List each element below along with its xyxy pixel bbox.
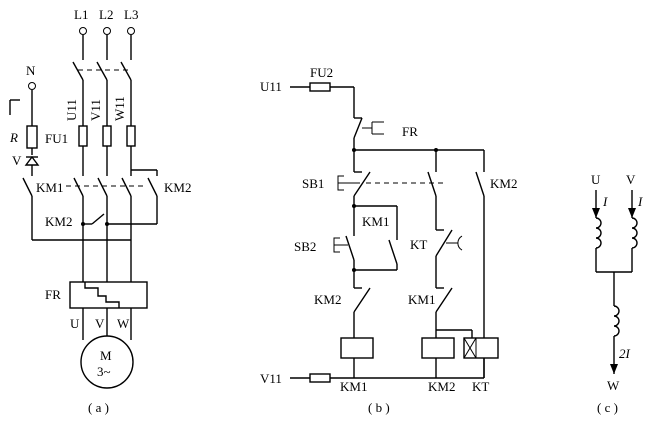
km2-interlock-label: KM2	[314, 292, 341, 307]
sb1-contact	[353, 171, 371, 197]
km1-contact-l2	[97, 177, 108, 197]
neutral-label: N	[26, 63, 36, 78]
km2-aux-label: KM2	[45, 214, 72, 229]
sb1-no-contact	[427, 171, 437, 197]
fuse-fu2	[309, 82, 331, 92]
phase-label-u11: U11	[64, 99, 79, 121]
diagram-a: L1 L2 L3 U11 V11 W11 FU1 N	[9, 7, 191, 415]
coil-label-km2: KM2	[428, 379, 455, 394]
motor-m	[80, 335, 134, 389]
current-label-2i: 2I	[619, 346, 631, 361]
km1-hold-label: KM1	[362, 214, 389, 229]
coil-kt	[463, 337, 499, 359]
sb2-label: SB2	[294, 239, 316, 254]
phase-label-v11: V11	[88, 99, 103, 121]
km2-aux-contact	[91, 213, 105, 225]
km2-contact-top-label: KM2	[490, 176, 517, 191]
diagram-b: U11 FU2 FR SB1 KM2 KM1	[260, 65, 517, 415]
phase-label-l2: L2	[99, 7, 113, 22]
disconnect-blade-l3	[120, 61, 132, 81]
fuse-fu2-label: FU2	[310, 65, 333, 80]
diode-v	[24, 155, 40, 166]
km2-label: KM2	[164, 180, 191, 195]
overload-label: FR	[45, 287, 61, 302]
winding-u	[595, 217, 602, 249]
km1-interlock-label: KM1	[408, 292, 435, 307]
sb1-label: SB1	[302, 176, 324, 191]
coil-label-km1: KM1	[340, 379, 367, 394]
terminal-n	[28, 82, 36, 90]
supply-top-label: U11	[260, 79, 282, 94]
km2-hold-contact	[475, 171, 485, 197]
winding-w	[613, 305, 620, 337]
fuse-l1	[78, 125, 88, 147]
motor-label: M	[100, 348, 112, 363]
km2-interlock-contact	[353, 287, 371, 313]
resistor-r	[26, 125, 38, 149]
supply-bottom-label: V11	[260, 371, 282, 386]
motor-terminal-v: V	[95, 316, 105, 331]
fr-nc-contact	[353, 117, 363, 139]
overload-fr	[69, 281, 148, 309]
fuse-bottom	[309, 373, 331, 383]
label-w: W	[607, 378, 620, 393]
diagram-c: U V I I 2I W ( c )	[591, 172, 643, 415]
disconnect-blade-l2	[96, 61, 108, 81]
winding-v	[631, 217, 638, 249]
phase-label-l1: L1	[74, 7, 88, 22]
label-u: U	[591, 172, 601, 187]
sb2-contact	[345, 235, 355, 261]
coil-km1	[340, 337, 374, 359]
current-label-v: I	[637, 194, 643, 209]
coil-km2	[421, 337, 455, 359]
phase-label-l3: L3	[124, 7, 138, 22]
fuse-l3	[126, 125, 136, 147]
km1-contact-l3	[121, 177, 132, 197]
motor-phase-label: 3~	[97, 364, 111, 379]
caption-c: ( c )	[597, 400, 618, 415]
coil-label-kt: KT	[472, 379, 489, 394]
terminal-l3	[127, 27, 135, 35]
fuse-l2	[102, 125, 112, 147]
label-v: V	[626, 172, 636, 187]
motor-terminal-w: W	[117, 316, 130, 331]
kt-nc-contact	[435, 229, 453, 257]
diode-label: V	[12, 153, 22, 168]
fuse-label-fu1: FU1	[45, 131, 68, 146]
caption-b: ( b )	[368, 400, 390, 415]
km1-label: KM1	[36, 180, 63, 195]
km1-interlock-contact	[435, 287, 453, 313]
km2-contact	[147, 177, 158, 197]
terminal-l1	[79, 27, 87, 35]
fr-contact-label: FR	[402, 124, 418, 139]
phase-label-w11: W11	[112, 96, 127, 121]
km1-hold-contact	[388, 239, 398, 265]
resistor-label: R	[9, 130, 18, 145]
disconnect-blade-l1	[72, 61, 84, 81]
current-label-u: I	[602, 194, 608, 209]
km1-contact-n	[22, 177, 33, 197]
terminal-l2	[103, 27, 111, 35]
kt-contact-label: KT	[410, 237, 427, 252]
motor-terminal-u: U	[70, 316, 80, 331]
caption-a: ( a )	[88, 400, 109, 415]
km1-contact-l1	[73, 177, 84, 197]
